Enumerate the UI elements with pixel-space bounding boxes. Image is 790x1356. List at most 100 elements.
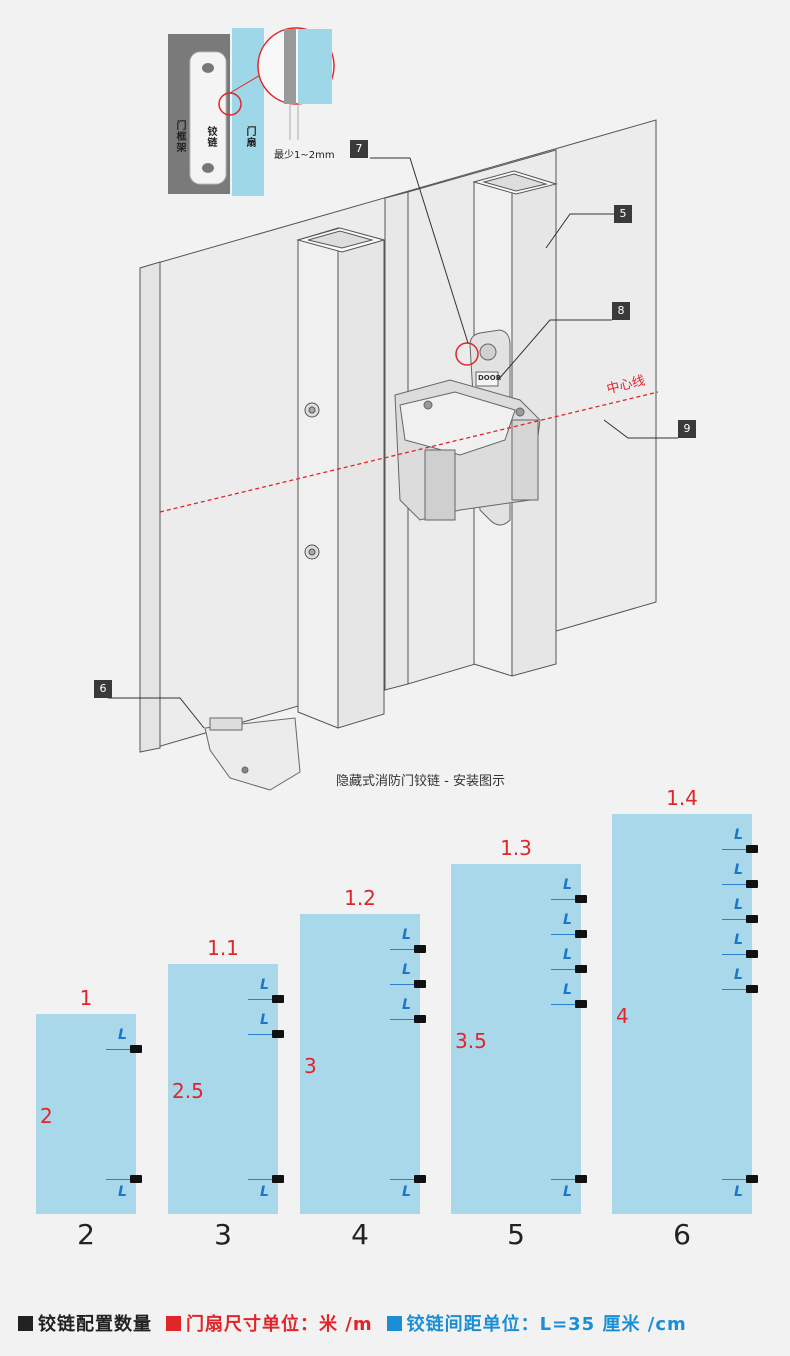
legend: 铰链配置数量 门扇尺寸单位：米 /m 铰链间距单位：L=35 厘米 /cm xyxy=(18,1310,687,1336)
hinge-marker xyxy=(414,1015,426,1023)
callout-9: 9 xyxy=(678,420,696,438)
hinge-line xyxy=(248,1034,272,1035)
hinge-marker xyxy=(414,1175,426,1183)
legend-size-text: 门扇尺寸单位：米 /m xyxy=(186,1314,373,1335)
hinge-marker xyxy=(575,965,587,973)
spacing-l-mark: L xyxy=(734,862,743,878)
spacing-l-mark: L xyxy=(734,1184,743,1200)
door-panel xyxy=(168,964,278,1214)
hinge-line xyxy=(248,1179,272,1180)
door-panel xyxy=(300,914,420,1214)
callout-7: 7 xyxy=(350,140,368,158)
callout-5: 5 xyxy=(614,205,632,223)
bottom-bracket xyxy=(204,717,301,791)
door-height-label: 3.5 xyxy=(455,1029,487,1053)
spacing-l-mark: L xyxy=(563,877,572,893)
hinge-marker xyxy=(746,915,758,923)
inset-gap-note: 最少1~2mm xyxy=(274,150,335,161)
left-post xyxy=(296,227,386,729)
spacing-l-mark: L xyxy=(402,997,411,1013)
hinge-marker xyxy=(746,1175,758,1183)
legend-count-text: 铰链配置数量 xyxy=(38,1314,152,1335)
hinge-line xyxy=(390,1179,414,1180)
hinge-marker xyxy=(746,845,758,853)
hinge xyxy=(394,329,541,526)
spacing-l-mark: L xyxy=(118,1184,127,1200)
legend-spacing-text: 铰链间距单位：L=35 厘米 /cm xyxy=(406,1314,687,1335)
spacing-l-mark: L xyxy=(402,927,411,943)
door-width-label: 1.2 xyxy=(344,886,376,910)
door-height-label: 2 xyxy=(40,1104,53,1128)
hinge-line xyxy=(551,934,575,935)
door-panel xyxy=(612,814,752,1214)
hinge-marker xyxy=(575,1000,587,1008)
hinge-marker xyxy=(414,980,426,988)
spacing-l-mark: L xyxy=(260,1012,269,1028)
inset-leaf-label: 门扇 xyxy=(244,126,255,148)
door-panel xyxy=(451,864,581,1214)
door-height-label: 2.5 xyxy=(172,1079,204,1103)
door-panel xyxy=(36,1014,136,1214)
door-width-label: 1.4 xyxy=(666,786,698,810)
spacing-l-mark: L xyxy=(734,827,743,843)
leader-lines xyxy=(108,157,678,729)
hinge-line xyxy=(722,919,746,920)
legend-count: 铰链配置数量 xyxy=(18,1310,152,1336)
spacing-l-mark: L xyxy=(734,932,743,948)
spacing-l-mark: L xyxy=(118,1027,127,1043)
hinge-count-label: 2 xyxy=(77,1218,95,1251)
spacing-l-mark: L xyxy=(563,1184,572,1200)
hinge-line xyxy=(106,1049,130,1050)
hinge-count-label: 4 xyxy=(351,1218,369,1251)
hinge-marker xyxy=(575,930,587,938)
spacing-l-mark: L xyxy=(563,947,572,963)
door-width-label: 1 xyxy=(79,986,93,1010)
installation-illustration xyxy=(108,27,678,791)
spacing-l-mark: L xyxy=(260,977,269,993)
spacing-l-mark: L xyxy=(563,982,572,998)
legend-spacing: 铰链间距单位：L=35 厘米 /cm xyxy=(386,1310,687,1336)
inset-hinge-label: 铰链 xyxy=(205,126,216,148)
hinge-marker xyxy=(414,945,426,953)
hinge-count-label: 5 xyxy=(507,1218,525,1251)
hinge-line xyxy=(551,969,575,970)
hinge-marker xyxy=(272,1175,284,1183)
inset-detail xyxy=(168,27,335,196)
hinge-line xyxy=(390,984,414,985)
bolts xyxy=(304,402,320,560)
hinge-line xyxy=(722,989,746,990)
spacing-l-mark: L xyxy=(260,1184,269,1200)
gap-marker-circle xyxy=(455,342,479,366)
hinge-marker xyxy=(575,1175,587,1183)
hinge-marker xyxy=(272,1030,284,1038)
spacing-l-mark: L xyxy=(734,897,743,913)
hinge-line xyxy=(722,954,746,955)
hinge-line xyxy=(248,999,272,1000)
callout-6: 6 xyxy=(94,680,112,698)
square-icon xyxy=(18,1316,33,1331)
hinge-line xyxy=(390,949,414,950)
hinge-line xyxy=(722,1179,746,1180)
hinge-marker xyxy=(130,1175,142,1183)
legend-size: 门扇尺寸单位：米 /m xyxy=(166,1310,373,1336)
hinge-count-label: 6 xyxy=(673,1218,691,1251)
hinge-line xyxy=(722,884,746,885)
illustration-caption: 隐藏式消防门铰链 - 安装图示 xyxy=(336,774,505,789)
hinge-marker xyxy=(746,880,758,888)
hinge-marker xyxy=(272,995,284,1003)
hinge-line xyxy=(551,1179,575,1180)
door-height-label: 3 xyxy=(304,1054,317,1078)
hinge-line xyxy=(106,1179,130,1180)
spacing-l-mark: L xyxy=(402,1184,411,1200)
spacing-l-mark: L xyxy=(402,962,411,978)
callout-8: 8 xyxy=(612,302,630,320)
hinge-marker xyxy=(746,985,758,993)
hinge-line xyxy=(722,849,746,850)
door-width-label: 1.3 xyxy=(500,836,532,860)
spacing-l-mark: L xyxy=(563,912,572,928)
hinge-marker xyxy=(575,895,587,903)
door-width-label: 1.1 xyxy=(207,936,239,960)
square-icon xyxy=(386,1316,402,1331)
hinge-count-label: 3 xyxy=(214,1218,232,1251)
hinge-brand: DOOR xyxy=(478,374,502,382)
